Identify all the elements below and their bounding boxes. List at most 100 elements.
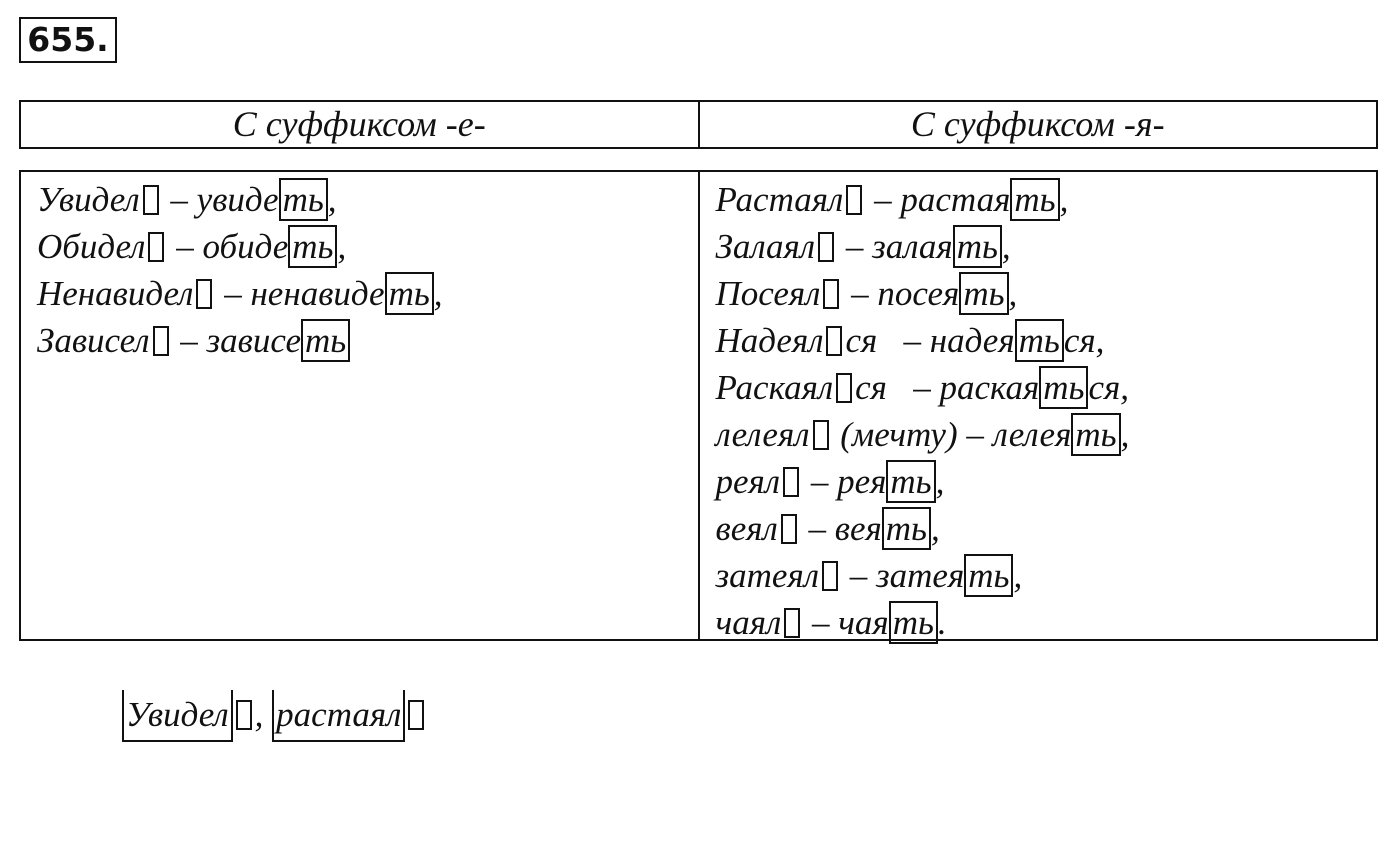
dash: – — [877, 321, 930, 360]
past-tense-form: Зависел — [37, 321, 150, 360]
suffix-box: ть — [959, 272, 1009, 315]
punctuation: , — [930, 509, 940, 548]
zero-ending-box — [783, 467, 800, 497]
punctuation: , — [1059, 180, 1069, 219]
zero-ending-box — [148, 232, 165, 262]
suffix-box: ть — [1014, 319, 1064, 362]
dash: – — [215, 274, 251, 313]
suffix-box: ть — [384, 272, 434, 315]
past-tense-form: реял — [715, 462, 781, 501]
zero-ending-box — [142, 185, 159, 215]
zero-ending-box — [826, 326, 843, 356]
past-tense-form: лелеял — [715, 415, 810, 454]
zero-ending-box — [784, 608, 801, 638]
dash: – — [865, 180, 901, 219]
suffix-box: ть — [1071, 413, 1121, 456]
dash: – — [161, 180, 197, 219]
dash: – — [802, 462, 838, 501]
dash: – — [803, 603, 839, 642]
past-tense-form: Растаял — [715, 180, 844, 219]
dash: – — [167, 227, 203, 266]
zero-ending-box — [408, 700, 425, 730]
past-tense-form: Ненавидел — [37, 274, 194, 313]
punctuation: , — [1013, 556, 1023, 595]
dash: – — [171, 321, 207, 360]
zero-ending-box — [812, 420, 829, 450]
analysis-separator: , — [254, 695, 273, 734]
postfix-text: ся — [845, 321, 878, 360]
punctuation: , — [935, 462, 945, 501]
zero-ending-box — [818, 232, 835, 262]
dash: – — [842, 274, 878, 313]
zero-ending-box — [196, 279, 213, 309]
dash: – — [957, 415, 993, 454]
zero-ending-box — [780, 514, 797, 544]
suffix-box: ть — [301, 319, 351, 362]
past-tense-form: Надеял — [715, 321, 824, 360]
zero-ending-box — [235, 700, 252, 730]
suffix-box: ть — [1010, 178, 1060, 221]
past-tense-form: чаял — [715, 603, 782, 642]
past-tense-form: Увидел — [37, 180, 140, 219]
exercise-number: 655. — [19, 17, 117, 63]
past-tense-form: Обидел — [37, 227, 146, 266]
punctuation: , — [1095, 321, 1105, 360]
analysis-stem-1: Увидел — [122, 690, 233, 742]
postfix-text: (мечту) — [831, 415, 958, 454]
punctuation: , — [327, 180, 337, 219]
punctuation: , — [337, 227, 347, 266]
zero-ending-box — [152, 326, 169, 356]
punctuation: . — [937, 603, 947, 642]
past-tense-form: веял — [715, 509, 778, 548]
dash: – — [799, 509, 835, 548]
punctuation: , — [1001, 227, 1011, 266]
suffix-box: ть — [1039, 366, 1089, 409]
header-suffix-e: С суффиксом -е- — [232, 104, 486, 144]
suffix-box: ть — [881, 507, 931, 550]
zero-ending-box — [822, 561, 838, 591]
past-tense-form: затеял — [715, 556, 820, 595]
suffix-box: ть — [964, 554, 1014, 597]
punctuation: , — [1008, 274, 1018, 313]
dash: – — [837, 227, 873, 266]
morpheme-analysis: Увидел, растаял — [122, 690, 427, 742]
punctuation: , — [433, 274, 443, 313]
postfix-text: ся — [855, 368, 887, 407]
header-suffix-ya: С суффиксом -я- — [697, 102, 1377, 147]
suffix-box: ть — [952, 225, 1002, 268]
suffix-box: ть — [288, 225, 338, 268]
table-header-row: С суффиксом -е- С суффиксом -я- — [19, 100, 1378, 149]
analysis-word-2: растаял — [276, 695, 402, 734]
suffix-box: ть — [888, 601, 938, 644]
suffix-box: ть — [886, 460, 936, 503]
analysis-stem-2: растаял — [272, 690, 406, 742]
zero-ending-box — [846, 185, 863, 215]
